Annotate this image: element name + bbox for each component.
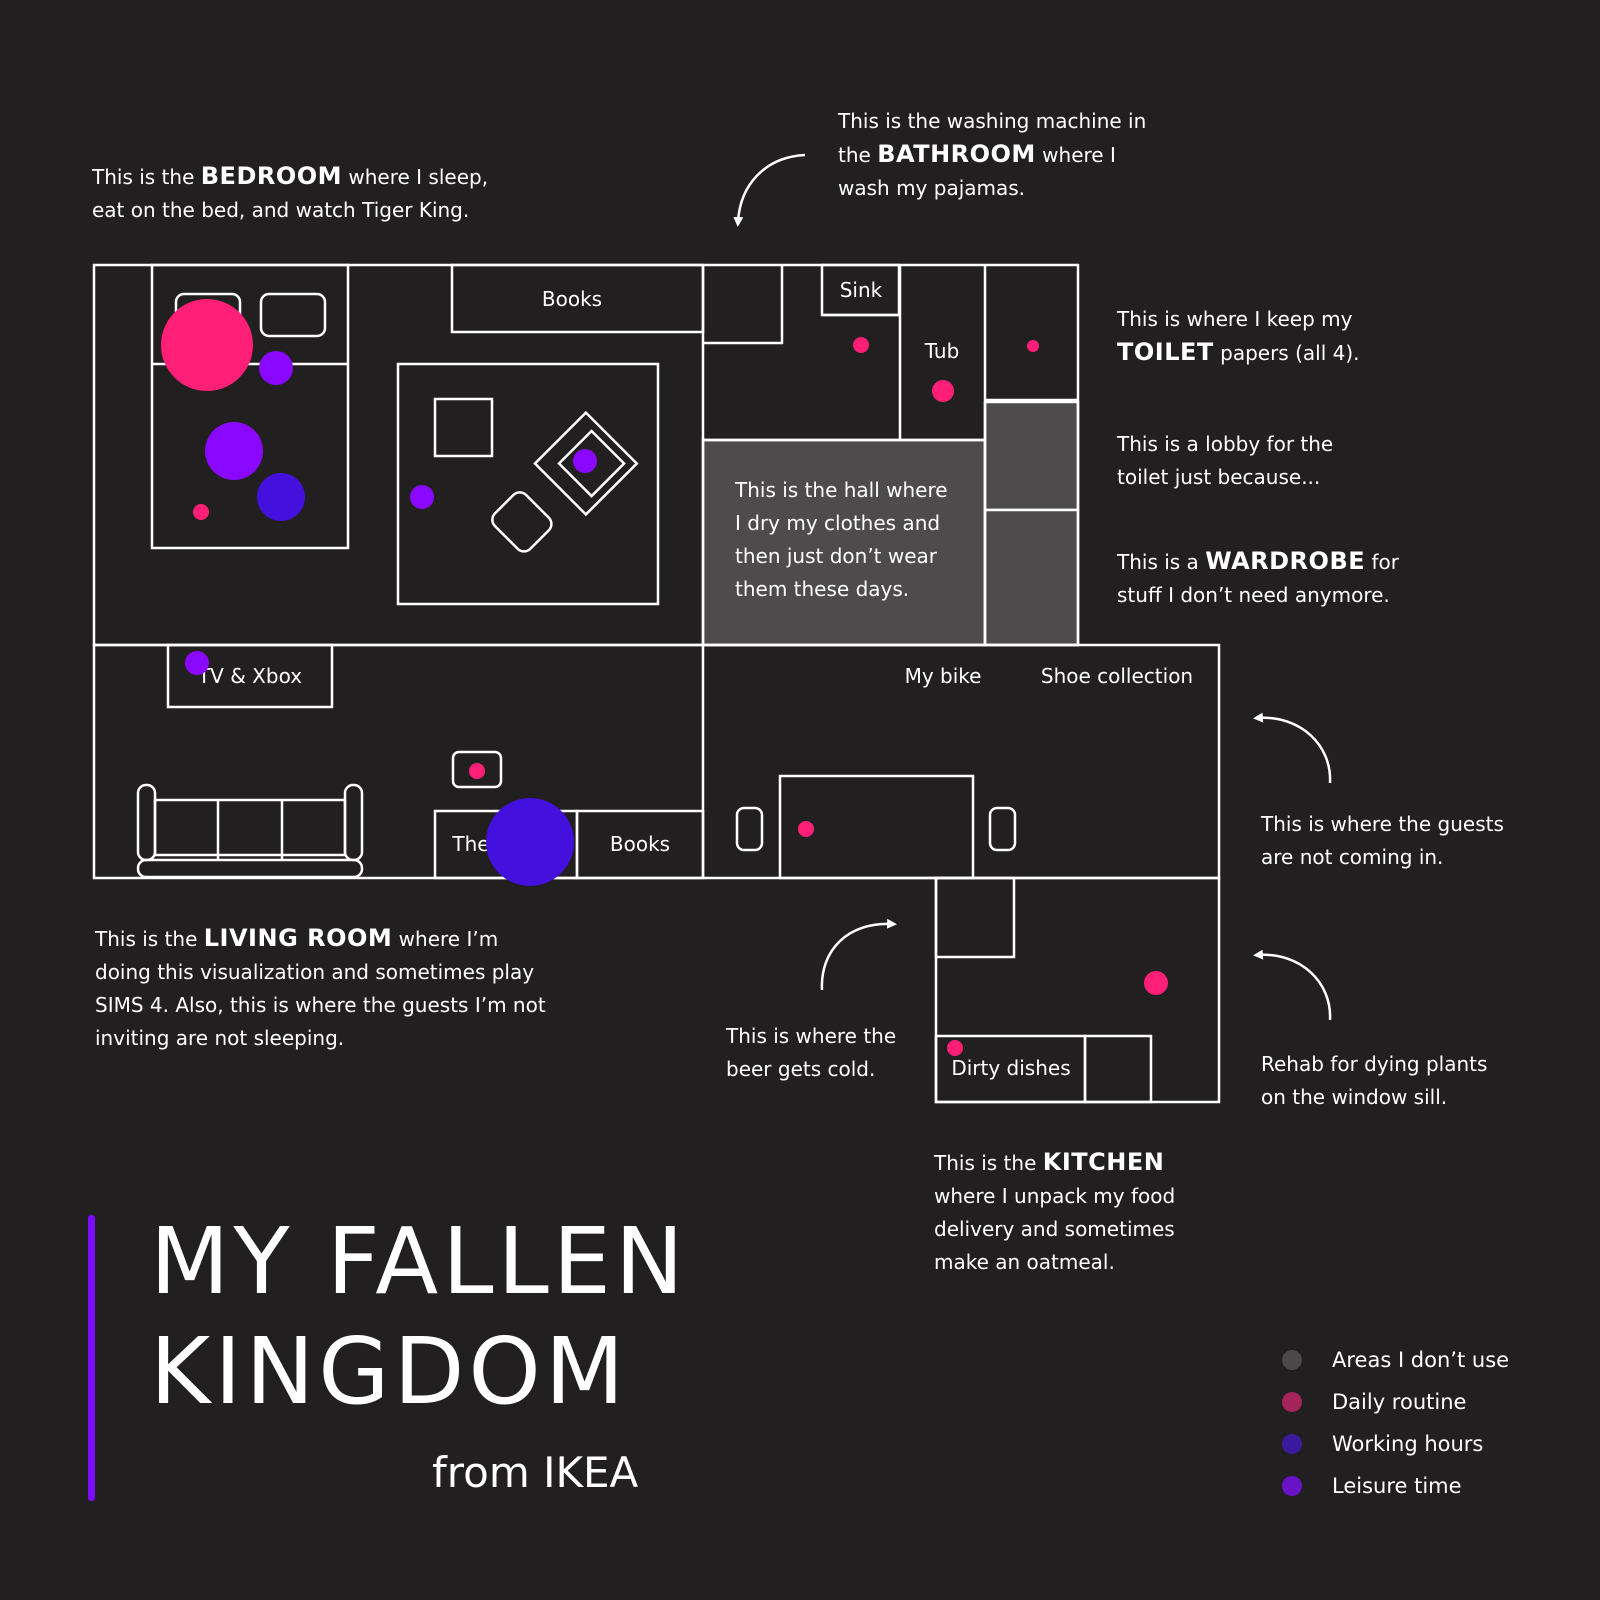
lobby-annotation: This is a lobby for the toilet just beca… bbox=[1117, 432, 1334, 489]
activity-dot-daily bbox=[161, 299, 253, 391]
arrow-beer bbox=[820, 918, 897, 991]
activity-dot-leisure bbox=[259, 351, 293, 385]
kitchen-annotation: This is the KITCHEN where I unpack my fo… bbox=[934, 1148, 1176, 1274]
activity-dot-leisure bbox=[185, 651, 209, 675]
side-table bbox=[433, 397, 494, 458]
activity-dot-daily bbox=[193, 504, 209, 520]
legend-label-daily: Daily routine bbox=[1332, 1390, 1467, 1414]
title-line-1: MY FALLEN bbox=[150, 1208, 688, 1315]
wardrobe-annotation: This is a WARDROBE for stuff I don’t nee… bbox=[1117, 547, 1399, 607]
books-shelf-top bbox=[450, 263, 705, 334]
legend-dot-unused bbox=[1282, 1350, 1302, 1370]
beer-annotation: This is where the beer gets cold. bbox=[726, 1024, 897, 1081]
legend-label-working: Working hours bbox=[1332, 1432, 1484, 1456]
arrow-guests bbox=[1253, 712, 1332, 784]
hall-unused-area bbox=[701, 438, 987, 647]
stove bbox=[1083, 1034, 1153, 1104]
fridge bbox=[934, 876, 1016, 959]
activity-dot-leisure bbox=[410, 485, 434, 509]
label-shoes: Shoe collection bbox=[1041, 664, 1193, 688]
label-tv: TV & Xbox bbox=[197, 664, 302, 688]
activity-dot-daily bbox=[1027, 340, 1039, 352]
label-tub: Tub bbox=[924, 339, 960, 363]
kitchen-outline bbox=[934, 876, 1221, 1104]
activity-dot-daily bbox=[469, 763, 485, 779]
hall-annotation: This is the hall where I dry my clothes … bbox=[735, 478, 948, 601]
bedroom-annotation: This is the BEDROOM where I sleep, eat o… bbox=[92, 162, 489, 222]
pouf bbox=[491, 491, 553, 553]
chair bbox=[735, 806, 764, 852]
living-room-annotation: This is the LIVING ROOM where I’m doing … bbox=[95, 924, 546, 1050]
armchair bbox=[533, 410, 639, 517]
activity-dot-daily bbox=[932, 380, 954, 402]
legend-dot-leisure bbox=[1282, 1476, 1302, 1496]
label-bike: My bike bbox=[905, 664, 982, 688]
legend-label-unused: Areas I don’t use bbox=[1332, 1348, 1510, 1372]
chair bbox=[988, 806, 1017, 852]
dining-table bbox=[778, 774, 975, 880]
legend-dot-working bbox=[1282, 1434, 1302, 1454]
activity-dot-daily bbox=[853, 337, 869, 353]
activity-dot-daily bbox=[798, 821, 814, 837]
coffee-box bbox=[451, 750, 503, 789]
title-accent-bar bbox=[88, 1215, 95, 1501]
toilet-annotation: This is where I keep my TOILET papers (a… bbox=[1117, 307, 1360, 366]
label-dishes: Dirty dishes bbox=[951, 1056, 1070, 1080]
activity-dot-working bbox=[257, 473, 305, 521]
legend-label-leisure: Leisure time bbox=[1332, 1474, 1462, 1498]
guests-annotation: This is where the guests are not coming … bbox=[1261, 812, 1504, 869]
label-the: The bbox=[451, 832, 489, 856]
pillow bbox=[259, 292, 327, 338]
arrow-plants bbox=[1253, 949, 1332, 1021]
tv-stand bbox=[166, 643, 334, 709]
bed bbox=[150, 263, 350, 550]
activity-dot-leisure bbox=[573, 449, 597, 473]
arrow-bathroom bbox=[733, 153, 806, 227]
bathroom-annotation: This is the washing machine in the BATHR… bbox=[838, 109, 1147, 200]
rug bbox=[396, 362, 660, 606]
label-books-bottom: Books bbox=[610, 832, 670, 856]
sofa bbox=[153, 800, 347, 857]
legend-dot-daily bbox=[1282, 1392, 1302, 1412]
lobby-unused-area bbox=[983, 400, 1080, 512]
subtitle: from IKEA bbox=[432, 1448, 639, 1497]
plants-annotation: Rehab for dying plants on the window sil… bbox=[1261, 1052, 1488, 1109]
wardrobe-unused-area bbox=[983, 508, 1080, 647]
title-line-2: KINGDOM bbox=[150, 1318, 629, 1425]
activity-dot-working bbox=[486, 798, 574, 886]
activity-dot-daily bbox=[947, 1040, 963, 1056]
label-sink: Sink bbox=[840, 278, 883, 302]
activity-dot-leisure bbox=[205, 422, 263, 480]
shelf-books-bottom bbox=[575, 809, 705, 880]
activity-dot-daily bbox=[1144, 971, 1168, 995]
label-books-top: Books bbox=[542, 287, 602, 311]
